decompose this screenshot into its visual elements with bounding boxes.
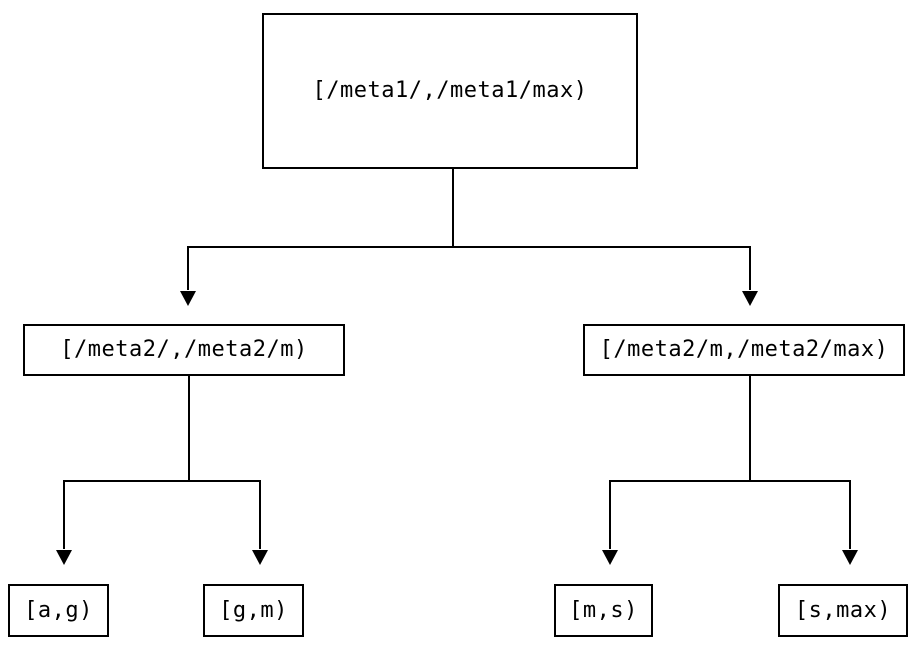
arrow-down-icon (602, 550, 618, 565)
arrow-down-icon (842, 550, 858, 565)
node-branch-left-interval: [/meta2/,/meta2/m) (23, 324, 345, 376)
node-leaf-a-g: [a,g) (8, 584, 109, 637)
arrow-down-icon (252, 550, 268, 565)
node-root-interval: [/meta1/,/meta1/max) (262, 13, 638, 169)
arrow-down-icon (180, 291, 196, 306)
node-leaf-m-s: [m,s) (554, 584, 653, 637)
arrow-down-icon (742, 291, 758, 306)
node-branch-right-interval: [/meta2/m,/meta2/max) (583, 324, 905, 376)
arrow-down-icon (56, 550, 72, 565)
node-leaf-g-m: [g,m) (203, 584, 304, 637)
node-leaf-s-max: [s,max) (778, 584, 908, 637)
